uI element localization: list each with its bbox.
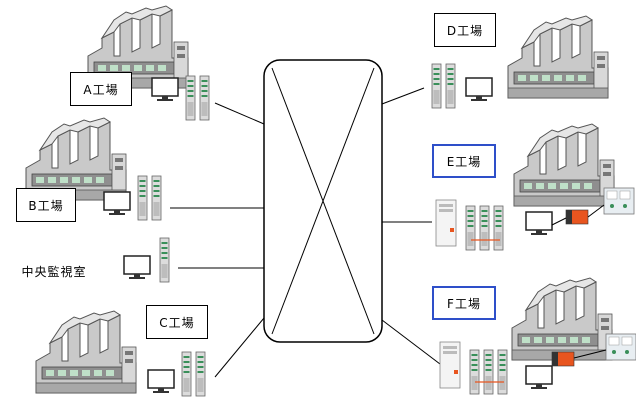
label-factory-d: D工場 xyxy=(434,13,496,47)
label-factory-e: E工場 xyxy=(432,144,496,178)
network-cloud xyxy=(263,59,383,343)
label-central-monitoring-room: 中央監視室 xyxy=(4,256,104,286)
label-factory-a: A工場 xyxy=(70,72,132,106)
label-factory-f: F工場 xyxy=(432,286,496,320)
central-monitoring-room xyxy=(123,237,170,283)
connection-lines xyxy=(170,87,441,378)
factory-e xyxy=(435,123,635,251)
label-factory-b: B工場 xyxy=(16,188,76,222)
label-factory-c: C工場 xyxy=(146,305,208,339)
factory-f xyxy=(439,277,636,395)
